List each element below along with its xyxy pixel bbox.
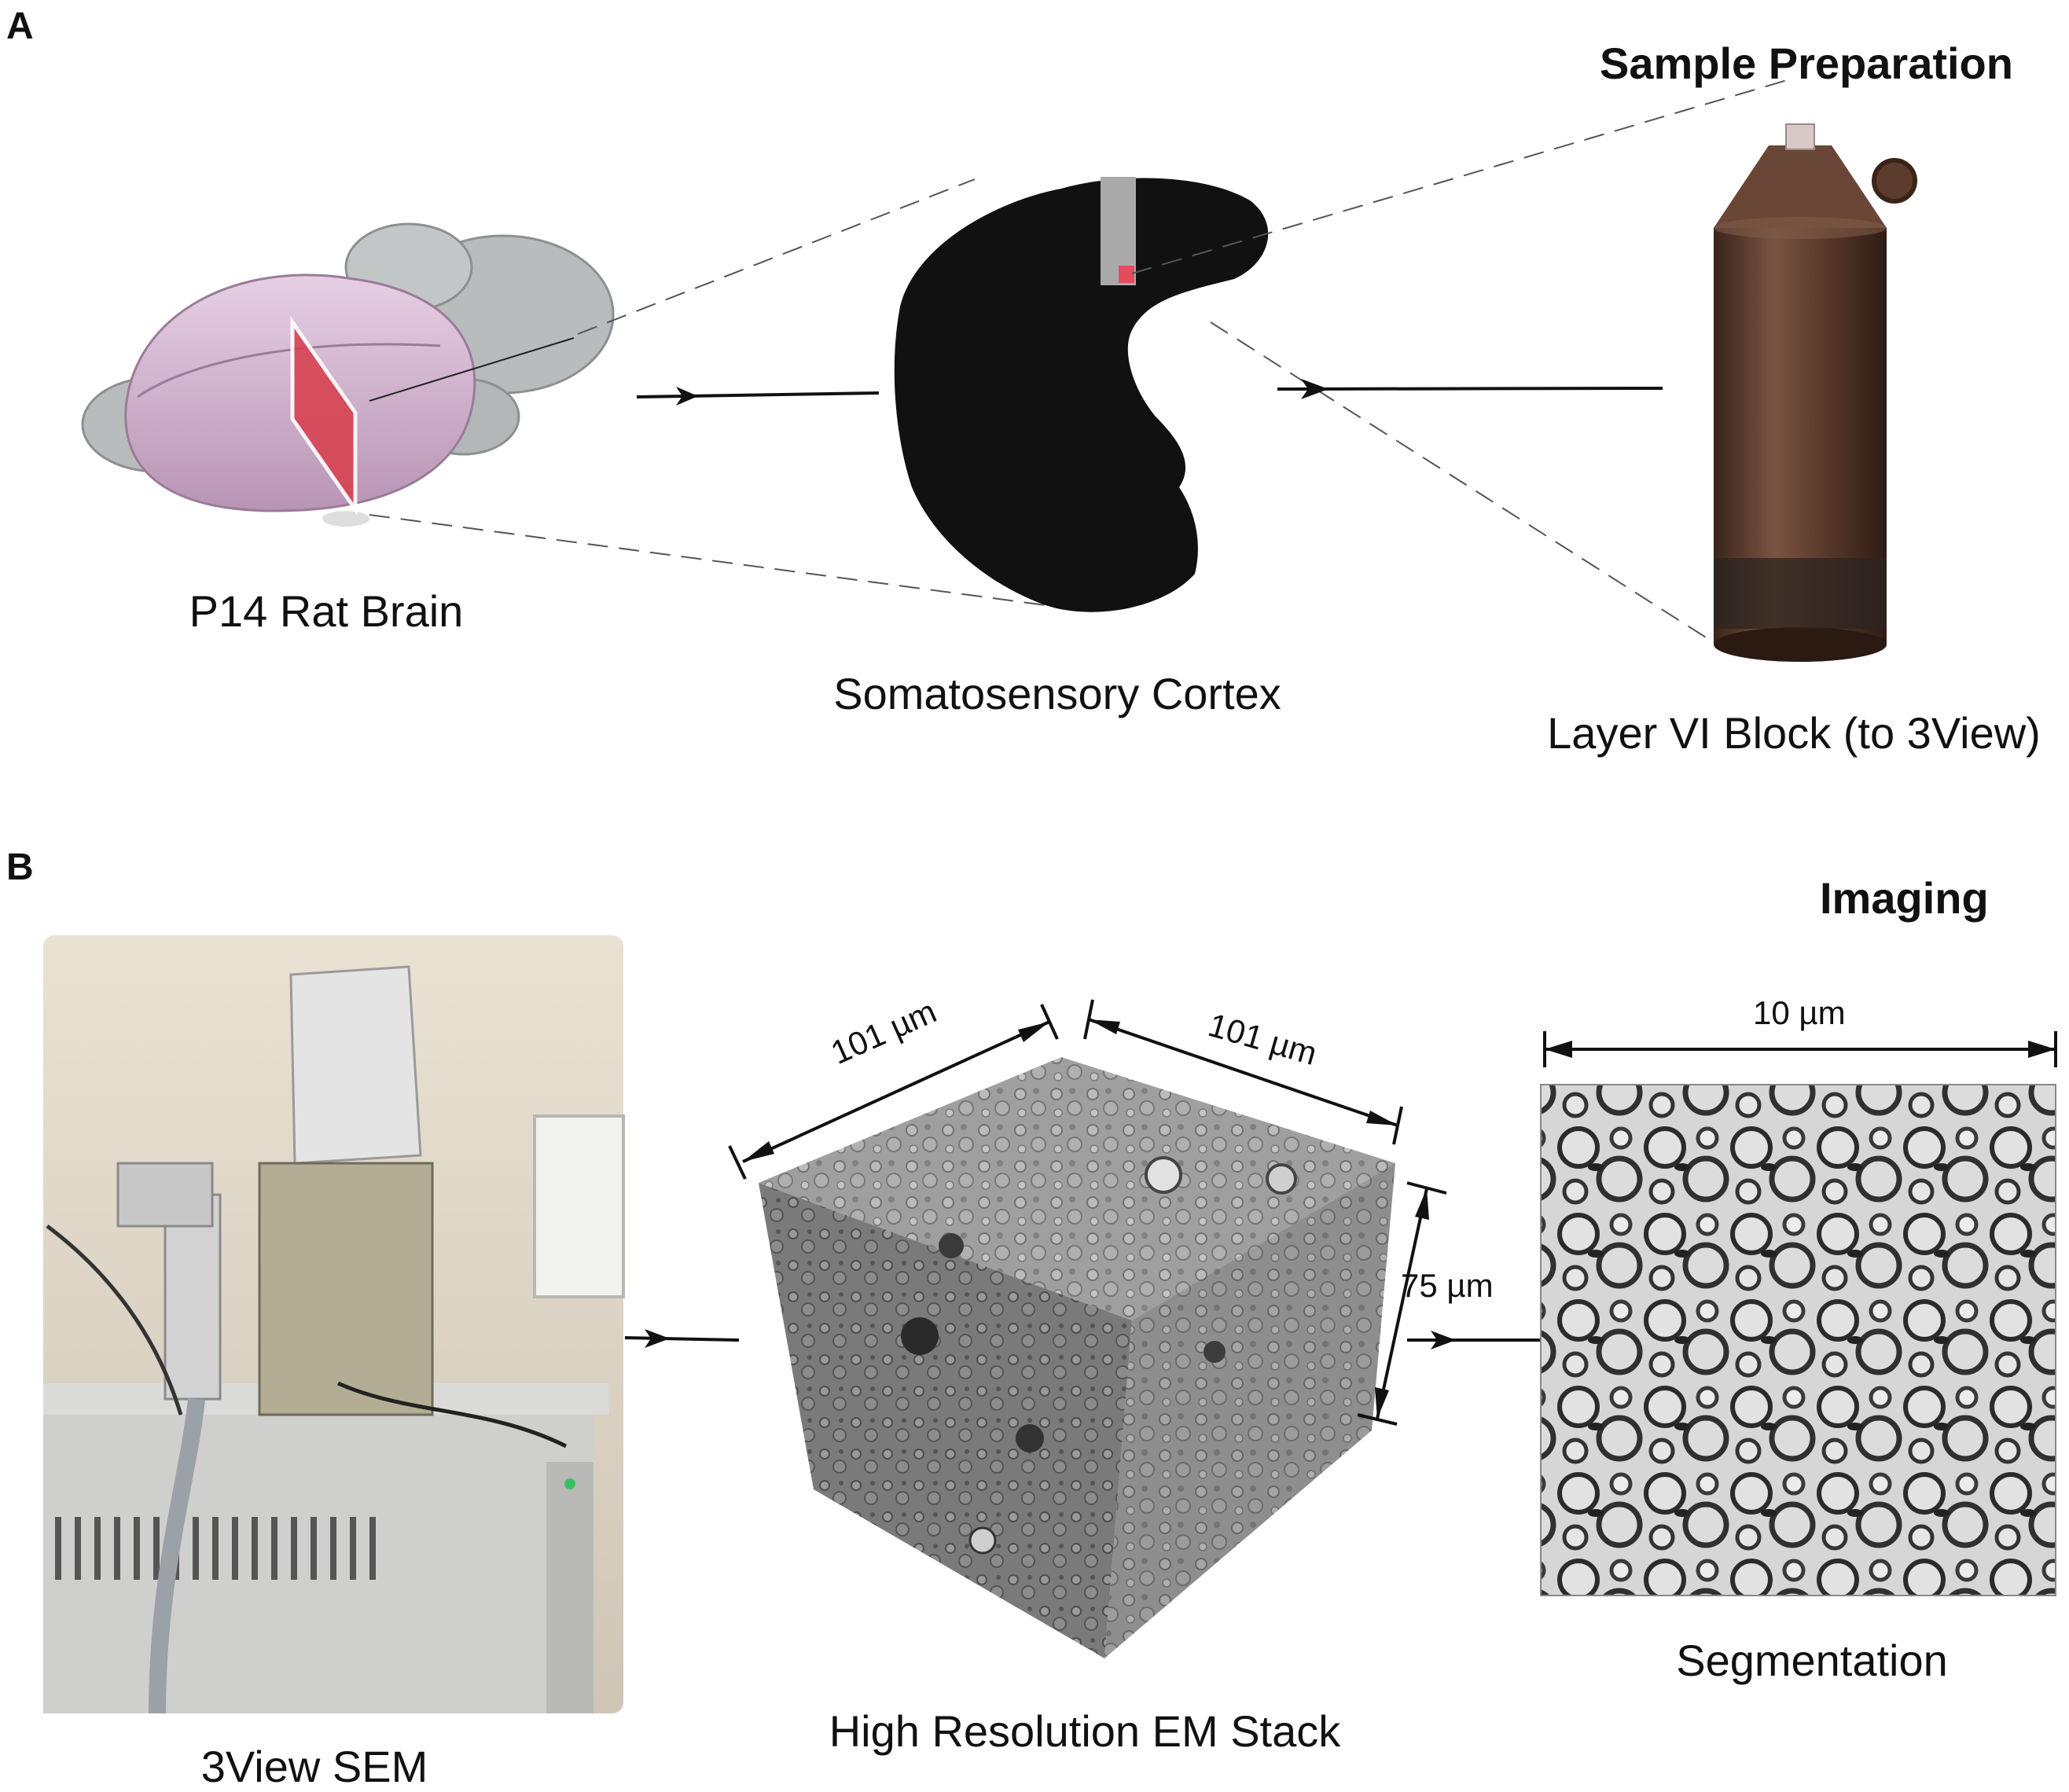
brain-slice-plane: [290, 316, 358, 516]
stack-height-dimension-line: [1357, 1181, 1447, 1426]
projection-line: [577, 178, 976, 335]
arrowhead: [1089, 1019, 1120, 1034]
segmentation-em-image: [1540, 1084, 2056, 1596]
em-stack-cube: [759, 1057, 1395, 1658]
arrowhead: [1301, 379, 1328, 399]
sample-preparation-title: Sample Preparation: [1600, 39, 2013, 88]
panel-b-letter: B: [6, 846, 34, 888]
arrowhead: [1431, 1331, 1456, 1350]
imaging-title: Imaging: [1820, 873, 1989, 923]
segmentation-label: Segmentation: [1676, 1636, 1948, 1685]
arrowhead: [743, 1141, 774, 1162]
brain-label: P14 Rat Brain: [189, 586, 464, 636]
arrowhead: [1366, 1111, 1398, 1126]
stack-height-dimension: 75 µm: [1401, 1267, 1494, 1304]
arrowhead: [2028, 1041, 2056, 1058]
sem-label: 3View SEM: [200, 1742, 428, 1791]
arrowhead: [1415, 1188, 1429, 1220]
arrowhead: [1545, 1041, 1572, 1058]
sample-block-image: [1714, 123, 1917, 662]
stack-label: High Resolution EM Stack: [829, 1706, 1341, 1756]
sem-instrument-photo: [43, 935, 625, 1714]
arrowhead: [676, 387, 698, 406]
projection-line: [1210, 321, 1730, 653]
arrow-brain-to-cortex: [636, 391, 880, 398]
block-label: Layer VI Block (to 3View): [1547, 708, 2041, 758]
cortex-label: Somatosensory Cortex: [833, 669, 1281, 718]
arrow-sem-to-stack: [624, 1336, 740, 1342]
brain-slice-axis-line: [369, 337, 575, 402]
segment-width-dimension-line: [1543, 1031, 2057, 1067]
layer-vi-highlight: [1119, 266, 1134, 283]
arrowhead: [1018, 1022, 1049, 1042]
projection-line: [369, 514, 1046, 606]
cortex-section-image: [894, 178, 1269, 612]
projection-line: [1131, 78, 1793, 274]
arrowhead: [1375, 1387, 1389, 1419]
segment-width-dimension: 10 µm: [1753, 994, 1846, 1031]
panel-a-letter: A: [6, 6, 34, 47]
arrow-cortex-to-block: [1277, 387, 1663, 391]
arrowhead: [645, 1329, 670, 1348]
